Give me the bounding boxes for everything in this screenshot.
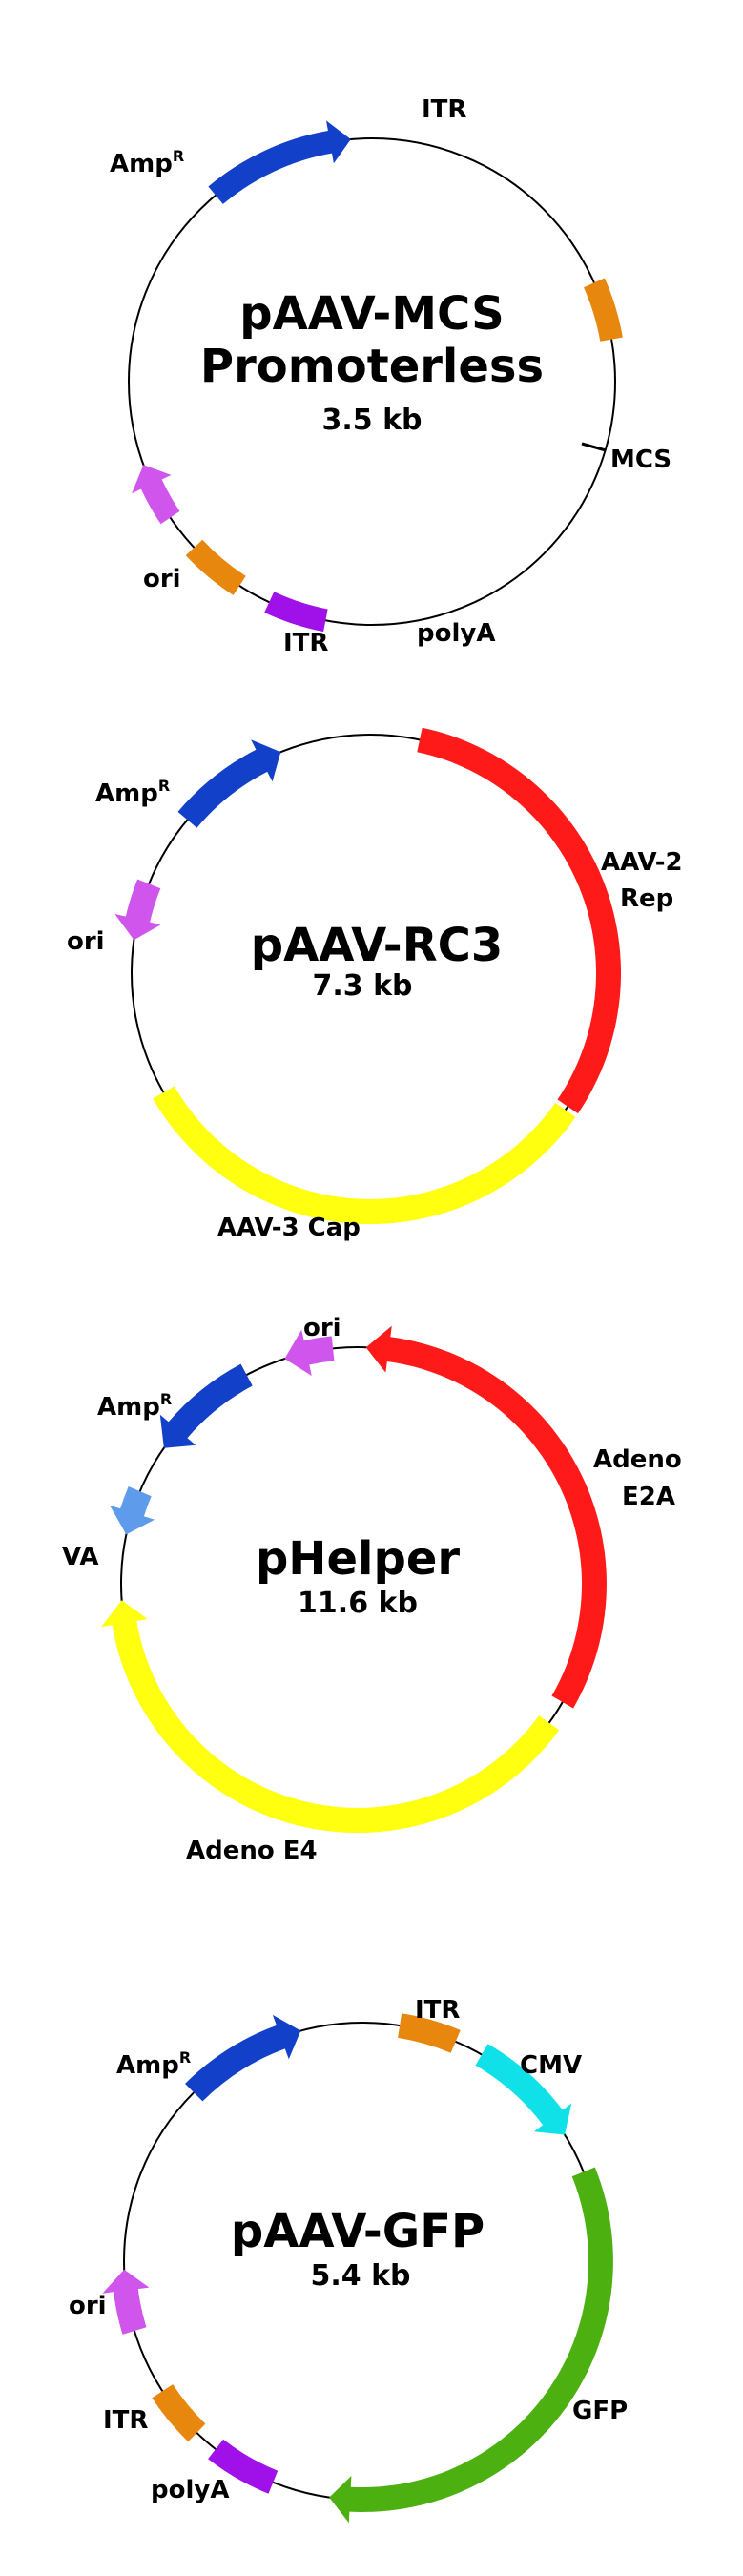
- feature-mcs-tick: [581, 442, 607, 452]
- feature-amp-arrow: [208, 120, 351, 204]
- label-ori: ori: [69, 2292, 107, 2320]
- plasmid-size: 7.3 kb: [312, 969, 412, 1003]
- plasmid-backbone: [128, 137, 616, 626]
- plasmid-title: pAAV-GFP: [231, 2205, 485, 2258]
- plasmid-title-line1: pAAV-MCS: [239, 287, 504, 341]
- plasmid-pAAV-GFP: pAAV-GFP 5.4 kb ITR AmpR CMV GFP ori ITR…: [69, 1996, 628, 2524]
- feature-itr-bottom: [152, 2384, 206, 2442]
- feature-itr-top: [584, 278, 623, 342]
- feature-va-arrow: [110, 1486, 155, 1535]
- label-amp: AmpR: [110, 147, 184, 178]
- label-cmv: CMV: [520, 2051, 582, 2080]
- label-amp: AmpR: [97, 1390, 172, 1422]
- plasmid-size: 11.6 kb: [298, 1587, 418, 1620]
- label-mcs: MCS: [610, 446, 671, 474]
- plasmid-pHelper: pHelper 11.6 kb ori AmpR VA Adeno E2A Ad…: [62, 1314, 682, 1865]
- label-itr-bottom: ITR: [103, 2406, 148, 2435]
- label-amp: AmpR: [116, 2048, 191, 2080]
- feature-e4-arrow: [101, 1600, 560, 1834]
- label-polya: polyA: [151, 2476, 229, 2504]
- label-rep-line1: AAV-2: [601, 848, 683, 877]
- label-itr-top: ITR: [422, 95, 466, 124]
- label-itr-top: ITR: [415, 1996, 460, 2025]
- feature-ori-arrow: [132, 465, 180, 525]
- feature-cmv-arrow: [475, 2044, 572, 2135]
- feature-itr-bottom: [185, 539, 246, 595]
- feature-group: [101, 1325, 607, 1834]
- plasmid-title-line2: Promoterless: [200, 340, 544, 393]
- feature-amp-arrow: [177, 739, 281, 828]
- feature-e2a-arrow: [365, 1325, 607, 1709]
- label-ori: ori: [67, 927, 105, 956]
- feature-rep: [417, 727, 622, 1114]
- label-e2a-line1: Adeno: [593, 1445, 682, 1474]
- plasmid-title: pAAV-RC3: [251, 919, 504, 972]
- feature-ori-arrow: [102, 2269, 150, 2335]
- feature-polya: [208, 2439, 279, 2494]
- plasmid-title: pHelper: [256, 1532, 460, 1586]
- plasmid-pAAV-RC3: pAAV-RC3 7.3 kb AmpR ori AAV-2 Rep AAV-3…: [67, 727, 683, 1242]
- label-polya: polyA: [417, 619, 495, 648]
- feature-ori-arrow: [114, 879, 161, 941]
- label-itr-bottom: ITR: [283, 629, 328, 657]
- label-cap: AAV-3 Cap: [217, 1214, 361, 1242]
- feature-ori-arrow: [284, 1329, 335, 1376]
- feature-amp-arrow: [159, 1363, 253, 1448]
- feature-itr-top: [398, 2013, 461, 2053]
- label-amp: AmpR: [95, 777, 170, 808]
- label-e4: Adeno E4: [186, 1837, 318, 1865]
- feature-group: [102, 2013, 613, 2524]
- plasmid-pAAV-MCS: pAAV-MCS Promoterless 3.5 kb AmpR ITR MC…: [110, 95, 671, 657]
- feature-group: [132, 120, 623, 633]
- label-rep-line2: Rep: [620, 884, 673, 913]
- feature-amp-arrow: [185, 2014, 301, 2102]
- label-ori: ori: [143, 565, 181, 593]
- label-e2a-line2: E2A: [622, 1483, 675, 1511]
- feature-cap: [153, 1086, 576, 1225]
- feature-gfp-arrow: [329, 2167, 613, 2524]
- feature-polya: [264, 592, 328, 633]
- plasmid-size: 3.5 kb: [321, 404, 422, 437]
- plasmid-size: 5.4 kb: [310, 2259, 410, 2293]
- label-ori: ori: [303, 1314, 341, 1342]
- label-va: VA: [62, 1543, 98, 1571]
- feature-group: [114, 727, 622, 1225]
- label-gfp: GFP: [572, 2397, 628, 2425]
